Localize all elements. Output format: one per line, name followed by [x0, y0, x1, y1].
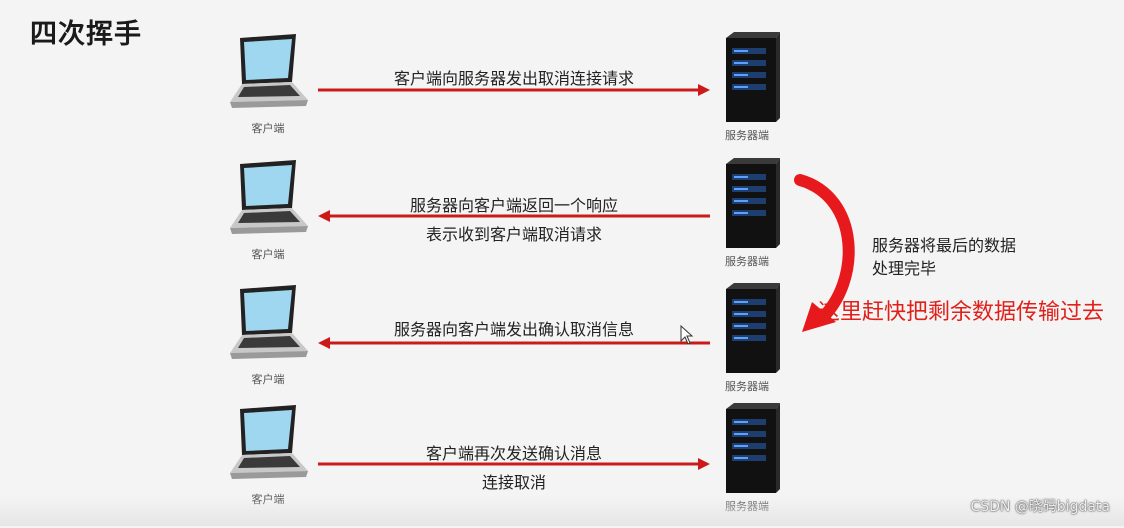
watermark: CSDN @晓码bigdata: [970, 499, 1110, 515]
arrow-to-client: [318, 337, 710, 349]
message-line-1: 客户端向服务器发出取消连接请求: [393, 69, 634, 88]
step-2: 客户端 服务器端 服务器向客户端返回一个响应 表示收到客户端取消请求: [0, 158, 1124, 283]
server-note-line-1: 服务器将最后的数据: [872, 236, 1017, 255]
server-icon: [726, 32, 780, 122]
footer-fade: [0, 496, 1124, 526]
arrow-to-server: [318, 84, 710, 96]
laptop-icon: [230, 405, 308, 479]
server-note-line-2: 处理完毕: [872, 259, 937, 278]
step-1: 客户端 服务器端 客户端向服务器发出取消连接请求: [0, 32, 1124, 157]
server-note: 服务器将最后的数据 处理完毕: [872, 234, 1016, 280]
curved-arrow-icon: [794, 174, 855, 332]
red-annotation: 这里赶快把剩余数据传输过去: [818, 300, 1105, 325]
laptop-icon: [230, 285, 308, 359]
laptop-icon: [230, 34, 308, 108]
laptop-icon: [230, 160, 308, 234]
server-icon: [726, 403, 780, 493]
client-label: 客户端: [251, 373, 285, 386]
client-label: 客户端: [251, 122, 285, 135]
page-title: 四次挥手: [30, 19, 142, 50]
arrow-to-server: [318, 458, 710, 470]
client-label: 客户端: [251, 248, 285, 261]
message-line-2: 表示收到客户端取消请求: [425, 225, 602, 244]
message-line-2: 连接取消: [481, 473, 546, 492]
server-label: 服务器端: [725, 129, 769, 142]
message-line-1: 服务器向客户端发出确认取消信息: [393, 320, 634, 339]
step-3: 客户端 服务器端 服务器向客户端发出确认取消信息: [0, 283, 1124, 408]
mouse-cursor-icon: [680, 325, 694, 345]
message-line-1: 服务器向客户端返回一个响应: [409, 196, 618, 215]
server-icon: [726, 158, 780, 248]
arrow-to-client: [318, 210, 710, 222]
server-label: 服务器端: [725, 255, 769, 268]
server-icon: [726, 283, 780, 373]
message-line-1: 客户端再次发送确认消息: [425, 444, 602, 463]
server-label: 服务器端: [725, 380, 769, 393]
